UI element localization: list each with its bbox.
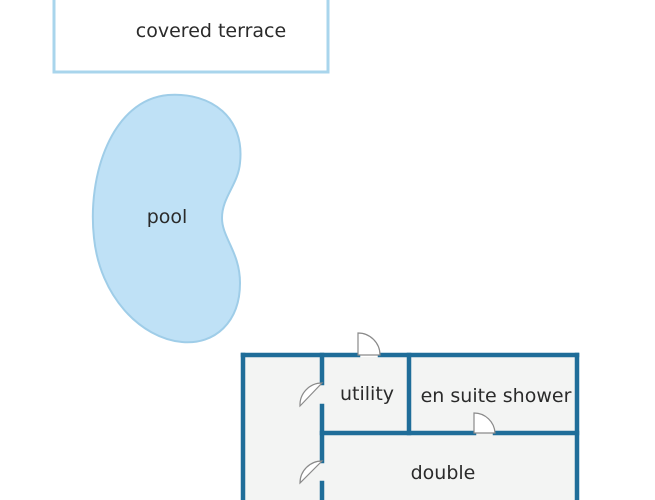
covered-terrace: covered terrace: [52, 0, 330, 74]
en-suite-shower-label: en suite shower: [421, 385, 572, 407]
pool: pool: [91, 93, 242, 344]
double-label: double: [411, 462, 476, 484]
walls: [240, 352, 580, 500]
pool-label: pool: [147, 206, 188, 228]
pool-shape: [91, 93, 242, 344]
covered-terrace-label: covered terrace: [136, 20, 286, 42]
door-utility-left: [299, 382, 324, 408]
door-ensuite-bottom: [473, 412, 496, 434]
covered-terrace-outline: [52, 0, 330, 74]
utility-label: utility: [340, 383, 394, 405]
door-utility-top: [357, 332, 381, 356]
doors: [299, 332, 496, 485]
door-double-left: [299, 460, 324, 485]
house: utility en suite shower double: [240, 332, 580, 500]
